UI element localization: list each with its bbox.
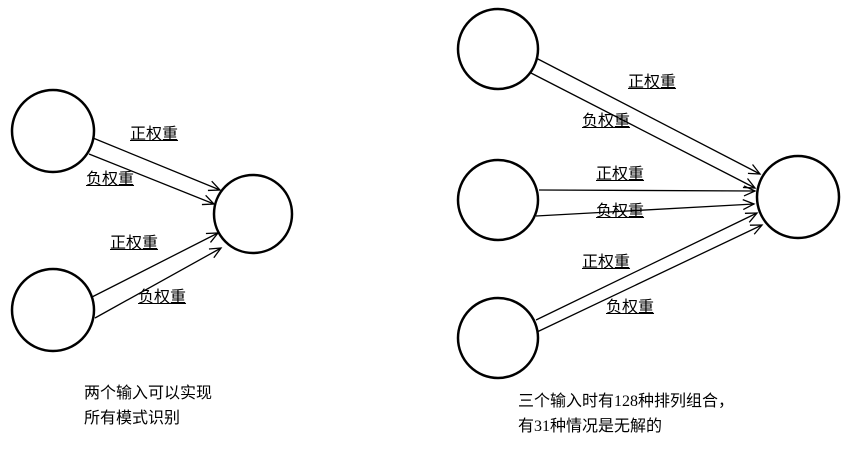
right-arrow-input1-positive xyxy=(535,57,762,175)
left-input-node-1 xyxy=(10,88,96,174)
right-output-node xyxy=(755,154,841,240)
left-weight-label-input1-positive: 正权重 xyxy=(130,126,179,143)
right-caption: 三个输入时有128种排列组合， 有31种情况是无解的 xyxy=(518,389,734,439)
left-weight-label-input1-negative: 负权重 xyxy=(86,171,135,188)
right-caption-line1: 三个输入时有128种排列组合， xyxy=(518,393,735,410)
right-weight-label-input2-negative: 负权重 xyxy=(596,203,645,220)
left-caption-line2: 所有模式识别 xyxy=(84,410,181,427)
right-arrow-input1-negative xyxy=(530,72,757,189)
right-arrow-input2-positive xyxy=(538,185,757,197)
right-caption-line2: 有31种情况是无解的 xyxy=(518,418,663,435)
right-arrow-input3-positive xyxy=(535,212,759,321)
left-arrow-input1-negative xyxy=(88,153,216,206)
left-arrow-input1-positive xyxy=(92,137,222,192)
left-weight-label-input2-negative: 负权重 xyxy=(138,289,187,306)
right-input-node-1 xyxy=(456,7,540,91)
left-weight-label-input2-positive: 正权重 xyxy=(110,235,159,252)
left-output-node xyxy=(212,173,294,255)
left-input-node-2 xyxy=(10,267,96,353)
left-arrow-input2-positive xyxy=(91,232,220,298)
right-input-node-2 xyxy=(456,158,540,242)
left-arrow-input2-negative xyxy=(94,247,223,319)
right-input-node-3 xyxy=(456,296,540,380)
right-arrow-input3-negative xyxy=(536,224,764,333)
left-caption: 两个输入可以实现 所有模式识别 xyxy=(84,381,212,431)
right-weight-label-input1-positive: 正权重 xyxy=(628,74,677,91)
right-weight-label-input2-positive: 正权重 xyxy=(596,166,645,183)
right-weight-label-input1-negative: 负权重 xyxy=(582,113,631,130)
right-arrow-input2-negative xyxy=(535,199,756,217)
left-caption-line1: 两个输入可以实现 xyxy=(84,385,213,402)
right-weight-label-input3-negative: 负权重 xyxy=(606,299,655,316)
right-weight-label-input3-positive: 正权重 xyxy=(582,254,631,271)
